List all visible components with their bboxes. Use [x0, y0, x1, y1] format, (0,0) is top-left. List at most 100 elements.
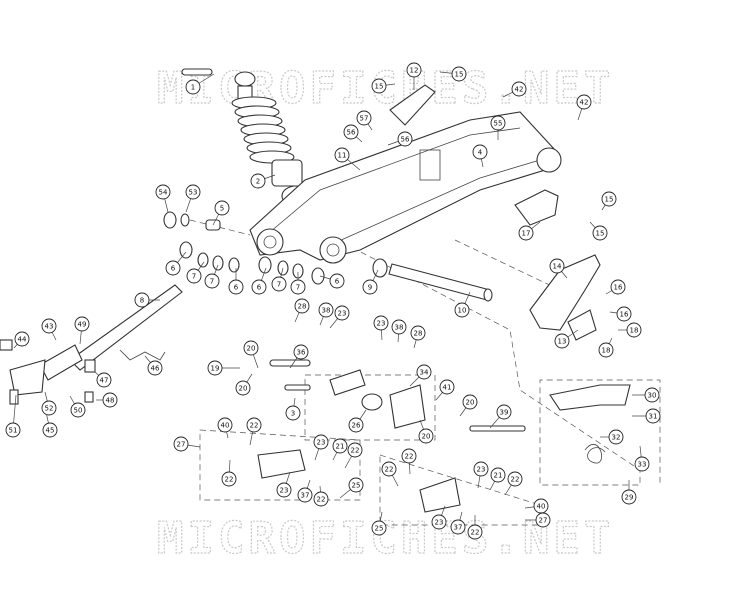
callout-circle-c18a — [626, 322, 642, 338]
callout-label-c5: 5 — [220, 205, 224, 213]
callout-circle-c23e — [473, 461, 489, 477]
callout-circle-c47 — [96, 372, 112, 388]
callout-circle-c20d — [418, 428, 434, 444]
callout-label-c41: 41 — [443, 384, 452, 392]
callout-c14: 14 — [549, 258, 565, 274]
callout-label-c49: 49 — [78, 321, 87, 329]
callout-circle-c42a — [511, 81, 527, 97]
callout-c22a: 22 — [246, 417, 262, 433]
callout-c40a: 40 — [217, 417, 233, 433]
callout-circle-c23c — [313, 434, 329, 450]
callout-circle-c21a — [332, 438, 348, 454]
callout-label-c30: 30 — [648, 392, 657, 400]
callout-label-c22f: 22 — [405, 453, 414, 461]
callout-circle-c37b — [450, 519, 466, 535]
callout-c25a: 25 — [348, 477, 364, 493]
chain-guide-rear — [529, 254, 601, 331]
callout-c20c: 20 — [462, 394, 478, 410]
callout-label-c23a: 23 — [338, 310, 347, 318]
callout-circle-c16a — [610, 279, 626, 295]
callout-c21b: 21 — [490, 467, 506, 483]
callout-label-c16b: 16 — [620, 311, 629, 319]
callout-circle-c30 — [644, 387, 660, 403]
callout-c32: 32 — [608, 429, 624, 445]
callout-label-c40a: 40 — [221, 422, 230, 430]
callout-circle-c28a — [294, 298, 310, 314]
callout-label-c10: 10 — [458, 307, 467, 315]
callout-c15c: 15 — [601, 191, 617, 207]
callout-label-c2: 2 — [256, 178, 260, 186]
callout-circle-c6a — [165, 260, 181, 276]
callout-circle-c19 — [207, 360, 223, 376]
callout-label-c3: 3 — [291, 410, 295, 418]
callout-c6a: 6 — [165, 260, 181, 276]
callout-label-c16a: 16 — [614, 284, 623, 292]
callout-c36: 36 — [293, 344, 309, 360]
callout-c44: 44 — [14, 331, 30, 347]
callout-label-c20a: 20 — [247, 345, 256, 353]
callout-label-c8: 8 — [140, 297, 144, 305]
callout-circle-c17 — [518, 225, 534, 241]
callout-label-c47: 47 — [100, 377, 109, 385]
callout-c23b: 23 — [373, 315, 389, 331]
callout-circle-c48 — [102, 392, 118, 408]
callout-circle-c33 — [634, 456, 650, 472]
callout-label-c44: 44 — [18, 336, 27, 344]
callout-label-c28b: 28 — [414, 330, 423, 338]
callout-c42a: 42 — [511, 81, 527, 97]
callout-circle-c55 — [490, 115, 506, 131]
callout-label-c12: 12 — [410, 67, 419, 75]
callout-circle-c15d — [592, 225, 608, 241]
callout-c10: 10 — [454, 302, 470, 318]
callout-c30: 30 — [644, 387, 660, 403]
callout-label-c42b: 42 — [580, 99, 589, 107]
callout-label-c22c: 22 — [225, 476, 234, 484]
callout-label-c1: 1 — [191, 84, 195, 92]
callout-label-c38a: 38 — [322, 307, 331, 315]
callout-label-c7c: 7 — [277, 281, 281, 289]
callout-c42b: 42 — [576, 94, 592, 110]
callout-label-c32: 32 — [612, 434, 621, 442]
callout-label-c15b: 15 — [455, 71, 464, 79]
callout-circle-c26 — [348, 417, 364, 433]
callout-circle-c10 — [454, 302, 470, 318]
callout-label-c7a: 7 — [192, 273, 196, 281]
callout-c16a: 16 — [610, 279, 626, 295]
callout-c27b: 27 — [535, 512, 551, 528]
callout-label-c6a: 6 — [171, 265, 176, 273]
callout-c46: 46 — [147, 360, 163, 376]
callout-label-c20c: 20 — [466, 399, 475, 407]
callout-circle-c15b — [451, 66, 467, 82]
callout-circle-c38b — [391, 319, 407, 335]
callout-circle-c18b — [598, 342, 614, 358]
callout-c55: 55 — [490, 115, 506, 131]
callout-label-c6d: 6 — [335, 278, 340, 286]
callout-c15a: 15 — [371, 78, 387, 94]
callout-c20b: 20 — [235, 380, 251, 396]
callout-label-c56a: 56 — [347, 129, 356, 137]
callout-circle-c23f — [431, 514, 447, 530]
callout-circle-c1 — [185, 79, 201, 95]
callout-c28a: 28 — [294, 298, 310, 314]
callout-label-c9: 9 — [368, 284, 372, 292]
callout-c34: 34 — [416, 364, 432, 380]
callout-circle-c34 — [416, 364, 432, 380]
callout-c33: 33 — [634, 456, 650, 472]
callout-c51: 51 — [5, 422, 21, 438]
callout-circle-c15c — [601, 191, 617, 207]
callout-circle-c31 — [645, 408, 661, 424]
callout-c6c: 6 — [251, 279, 267, 295]
callout-c25b: 25 — [371, 520, 387, 536]
callout-circle-c13 — [554, 333, 570, 349]
callout-circle-c37a — [297, 487, 313, 503]
callout-label-c15a: 15 — [375, 83, 384, 91]
guide-bracket — [567, 309, 597, 341]
callout-c23f: 23 — [431, 514, 447, 530]
callout-c20a: 20 — [243, 340, 259, 356]
callout-c3: 3 — [285, 405, 301, 421]
callout-c53: 53 — [185, 184, 201, 200]
callout-c4: 4 — [472, 144, 488, 160]
callout-label-c27b: 27 — [539, 517, 548, 525]
callout-circle-c12 — [406, 62, 422, 78]
callout-circle-c22h — [467, 524, 483, 540]
